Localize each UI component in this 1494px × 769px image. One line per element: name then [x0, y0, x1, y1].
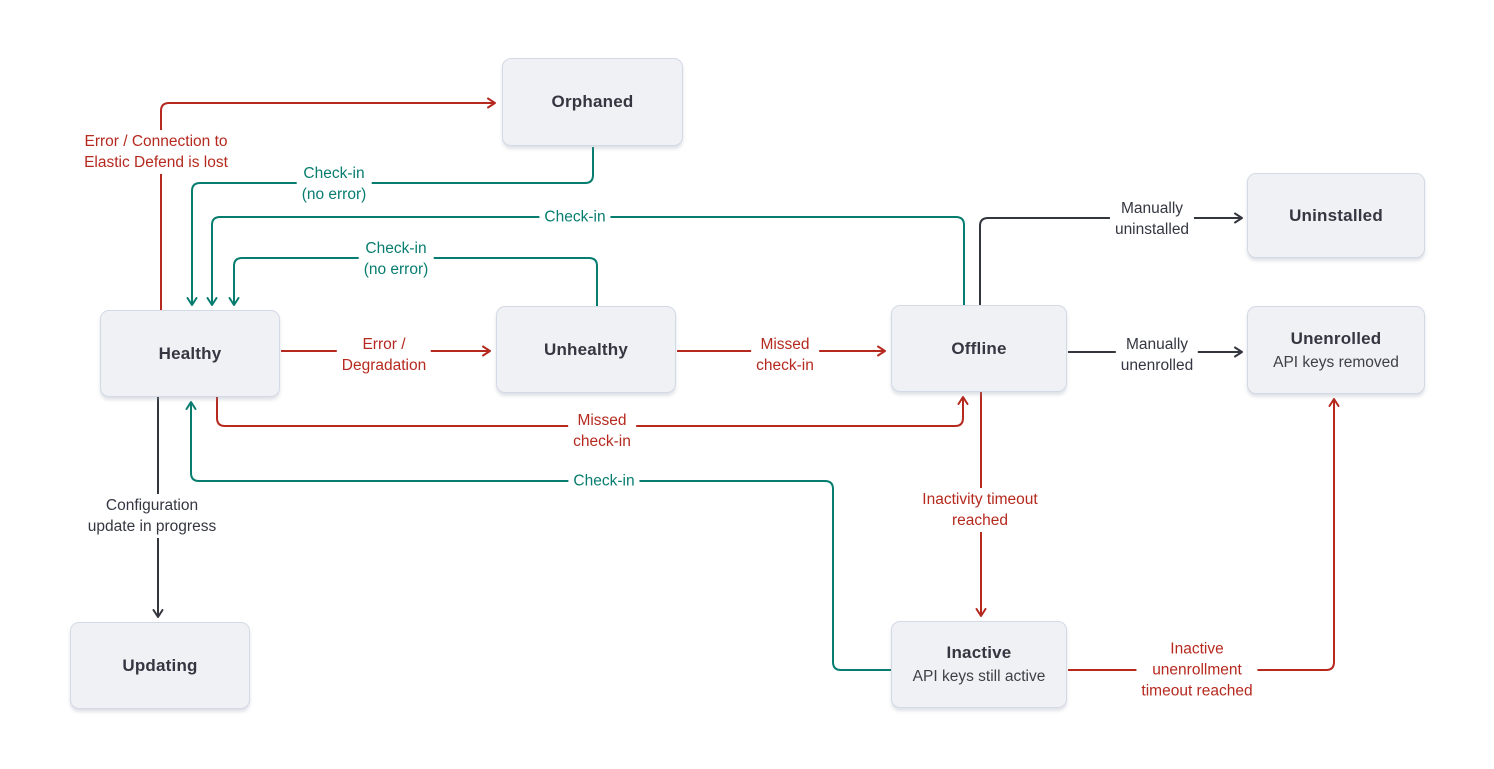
node-offline-title: Offline: [951, 338, 1007, 358]
edge-inactive-to-healthy: [185, 401, 891, 671]
edge-label-unhealthy-to-healthy: Check-in (no error): [358, 237, 434, 281]
edge-orphaned-to-healthy: [186, 147, 594, 306]
edge-label-offline-to-healthy: Check-in: [539, 205, 611, 229]
node-healthy-title: Healthy: [158, 343, 222, 363]
node-unhealthy-title: Unhealthy: [544, 339, 628, 359]
edge-inactive-to-unenrolled: [1068, 398, 1340, 671]
node-healthy: Healthy: [100, 310, 280, 397]
edge-label-unhealthy-to-offline: Missed check-in: [751, 333, 819, 377]
node-unenrolled: Unenrolled API keys removed: [1247, 306, 1425, 394]
edge-label-offline-to-inactive: Inactivity timeout reached: [917, 488, 1043, 532]
edge-label-healthy-to-updating: Configuration update in progress: [82, 494, 222, 538]
edge-offline-to-healthy: [206, 216, 965, 306]
node-inactive-title: Inactive: [946, 643, 1012, 662]
edge-label-orphaned-to-healthy: Check-in (no error): [296, 162, 372, 206]
edge-label-offline-to-unenrolled: Manually unenrolled: [1115, 333, 1199, 377]
edge-label-offline-to-uninstalled: Manually uninstalled: [1109, 197, 1195, 241]
edge-label-healthy-to-unhealthy: Error / Degradation: [336, 333, 432, 377]
node-uninstalled: Uninstalled: [1247, 173, 1425, 258]
node-orphaned-title: Orphaned: [551, 92, 634, 111]
node-offline: Offline: [891, 305, 1067, 392]
node-unenrolled-subtitle: API keys removed: [1273, 353, 1399, 371]
node-uninstalled-title: Uninstalled: [1289, 205, 1383, 225]
edge-label-healthy-to-orphaned: Error / Connection to Elastic Defend is …: [79, 130, 233, 174]
edge-offline-to-uninstalled: [979, 212, 1243, 305]
edge-label-healthy-to-offline: Missed check-in: [568, 409, 636, 453]
node-unhealthy: Unhealthy: [496, 306, 676, 393]
edge-label-inactive-to-unenrolled: Inactive unenrollment timeout reached: [1136, 637, 1258, 703]
edge-healthy-to-orphaned: [160, 97, 496, 310]
edge-label-inactive-to-healthy: Check-in: [568, 469, 640, 493]
node-inactive: Inactive API keys still active: [891, 621, 1067, 708]
node-updating: Updating: [70, 622, 250, 709]
node-updating-title: Updating: [122, 655, 198, 675]
node-unenrolled-title: Unenrolled: [1290, 328, 1382, 348]
node-orphaned: Orphaned: [502, 58, 683, 146]
node-inactive-subtitle: API keys still active: [912, 668, 1046, 685]
